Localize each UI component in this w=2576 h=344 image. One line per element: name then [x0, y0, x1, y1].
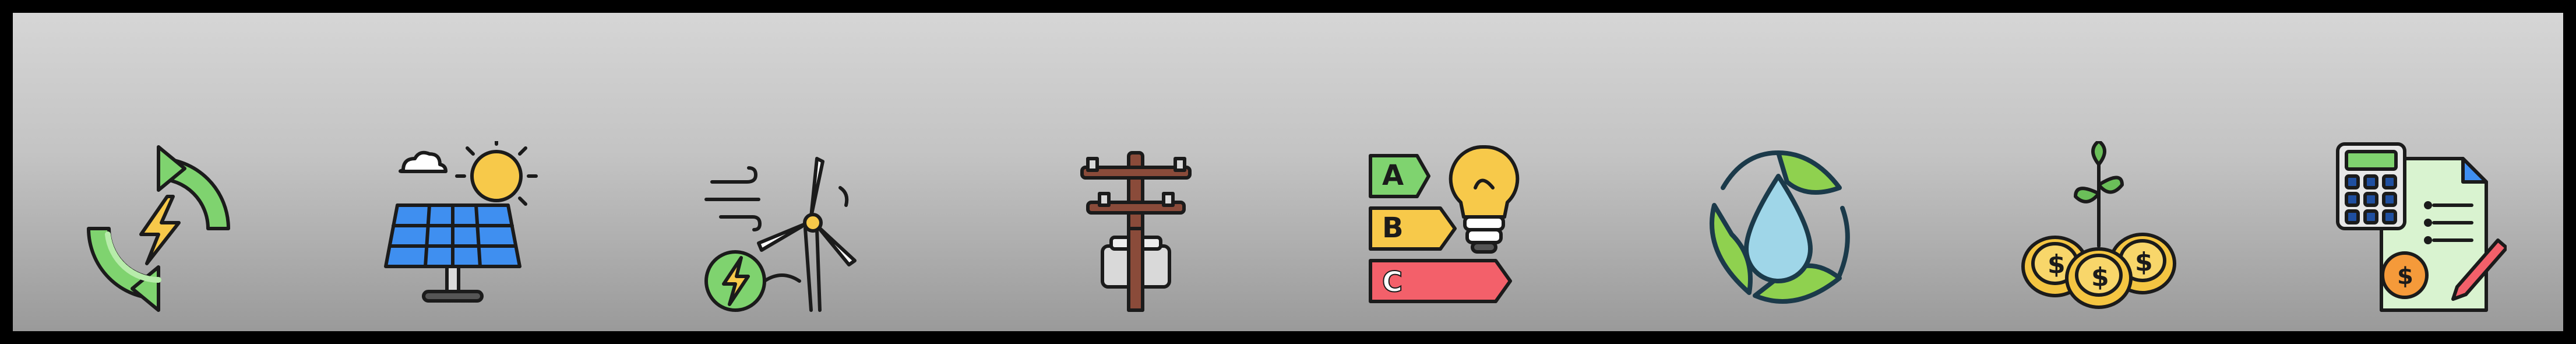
- water-recycle-icon: [1691, 141, 1866, 316]
- power-pole-icon: [1047, 141, 1222, 316]
- coin-symbol-left: $: [2048, 250, 2066, 279]
- solar-panel-icon: [380, 141, 555, 316]
- invoice-calculator-icon: $: [2332, 141, 2507, 316]
- energy-efficiency-rating-icon: A B C: [1365, 141, 1539, 316]
- wind-turbine-icon: [700, 141, 875, 316]
- coin-symbol-center: $: [2091, 262, 2109, 292]
- rating-label-c: C: [1382, 266, 1402, 299]
- renewable-energy-cycle-icon: [71, 141, 246, 316]
- money-growth-icon: $ $ $: [2011, 141, 2186, 316]
- rating-label-b: B: [1382, 212, 1404, 244]
- invoice-coin-symbol: $: [2397, 263, 2413, 290]
- rating-label-a: A: [1382, 159, 1404, 192]
- coin-symbol-right: $: [2135, 247, 2153, 277]
